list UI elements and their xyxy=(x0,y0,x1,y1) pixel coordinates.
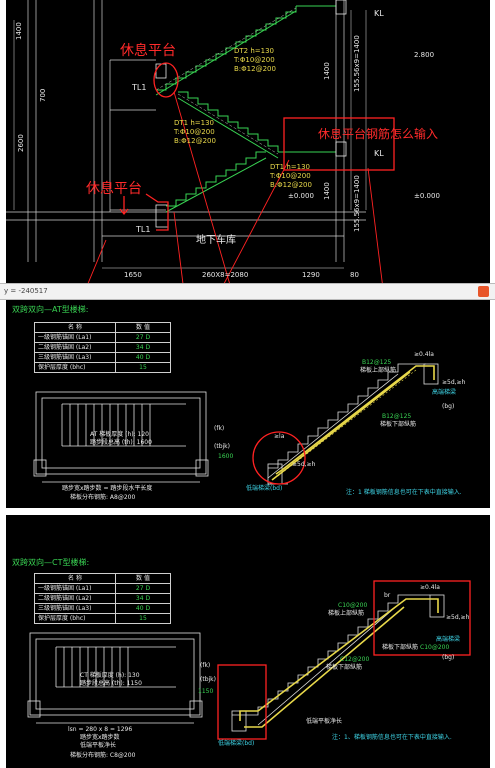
at-low-end-beam: 低端梯梁(bd) xyxy=(246,485,283,492)
ct-dim-5d: ≥5d,≥h xyxy=(446,614,470,621)
stair-section-drawing xyxy=(6,0,395,283)
ct-tbjk-value[interactable]: 1150 xyxy=(198,688,214,695)
at-plan-dist-rebar: 梯板分布钢筋: A8@200 xyxy=(70,494,136,501)
at-plan-label-1: AT 梯板厚度 (h): 120 xyxy=(90,431,149,438)
ct-bottom-bar-label: 梯板下部纵筋 xyxy=(326,664,363,671)
at-fk: (fk) xyxy=(214,425,225,432)
at-dim-041: ≥0.4la xyxy=(414,351,434,358)
dt1-line2: T:Φ10@200 xyxy=(174,128,215,136)
at-panel-title: 双跨双向—AT型楼梯: xyxy=(12,305,89,314)
dim-bottom-4: 80 xyxy=(350,271,359,279)
elevation-top: 2.800 xyxy=(414,51,435,59)
at-plan-label-2: 踏步段总高 (th): 1600 xyxy=(90,439,152,446)
ct-rebar-top[interactable]: C10@200 xyxy=(338,602,368,609)
at-param-table: 名 称 数 值 一级钢筋锚固 (La1) 27 D 二级钢筋锚固 (La2) 3… xyxy=(34,322,171,373)
dt1-line1: DT1 h=130 xyxy=(174,119,215,127)
at-dim-5d-low: ≥5d,≥h xyxy=(292,461,316,468)
ct-low-end-beam: 低端梯梁(bd) xyxy=(218,740,255,747)
ct-stair-drawings xyxy=(27,580,471,740)
at-tbjk: (tbjk) xyxy=(214,443,230,450)
ct-dim-bg: (bg) xyxy=(442,654,455,661)
dim-right-1: 155.56x9=1400 xyxy=(353,35,361,92)
basement-label: 地下车库 xyxy=(196,235,236,246)
at-dim-bg: (bg) xyxy=(442,403,455,410)
dt2-line2: T:Φ10@200 xyxy=(234,56,275,64)
ct-plan-dim-2: 低端平板净长 xyxy=(80,742,117,749)
ct-dim-041: ≥0.4la xyxy=(420,584,440,591)
at-rebar-bottom[interactable]: B12@125 xyxy=(382,413,412,420)
ct-tbjk: (tbjk) xyxy=(200,676,216,683)
dt1-line3: B:Φ12@200 xyxy=(174,137,216,145)
dt2-line3: B:Φ12@200 xyxy=(234,65,276,73)
ct-plan-label-1: CT 梯板厚度 (h): 130 xyxy=(80,672,140,679)
ct-plan-dist-rebar: 梯板分布钢筋: C8@200 xyxy=(70,752,136,759)
at-high-end-beam: 高端梯梁 xyxy=(432,389,457,396)
dim-bottom-3: 1290 xyxy=(302,271,320,279)
table-cell-value[interactable]: 15 xyxy=(115,362,171,373)
at-stair-drawings xyxy=(33,363,439,485)
ct-bottom-bar-label-2: 梯板下部纵筋 xyxy=(382,644,419,651)
table-cell-value[interactable]: 15 xyxy=(115,613,171,624)
dim-right-3: 1400 xyxy=(323,62,331,80)
cad-section-panel: KL KL TL1 TL1 地下车库 DT2 h=130 T:Φ10@200 B… xyxy=(6,0,490,283)
ct-fk: (fk) xyxy=(200,662,211,669)
dt1b-line1: DT1 h=130 xyxy=(270,163,311,171)
at-bottom-bar-label: 梯板下部纵筋 xyxy=(380,421,417,428)
dt1b-line3: B:Φ12@200 xyxy=(270,181,312,189)
rest-platform-note-1: 休息平台 xyxy=(120,43,176,59)
table-row: 保护层厚度 (bhc) 15 xyxy=(34,613,171,624)
app-logo-icon xyxy=(478,286,489,297)
kl-label-mid: KL xyxy=(374,149,384,158)
ct-rebar-top-2[interactable]: C10@200 xyxy=(420,644,450,651)
at-tbjk-value[interactable]: 1600 xyxy=(218,453,234,460)
coordinate-readout: y = -240517 xyxy=(4,287,48,295)
at-note: 注：1 梯板钢筋信息也可在下表中直接输入. xyxy=(346,489,462,496)
ct-stair-panel: 双跨双向—CT型楼梯: 名 称 数 值 一级钢筋锚固 (La1) 27 D 二级… xyxy=(6,515,490,768)
at-plan-dim: 踏步宽x踏步数 = 踏步段水平长度 xyxy=(62,485,153,492)
table-row: 保护层厚度 (bhc) 15 xyxy=(34,362,171,373)
ct-rebar-bottom[interactable]: C12@200 xyxy=(340,656,370,663)
dim-left-3: 700 xyxy=(39,88,47,102)
ct-panel-title: 双跨双向—CT型楼梯: xyxy=(12,558,90,567)
dim-bottom-1: 1650 xyxy=(124,271,142,279)
ct-plan-dim-1: 踏步宽x踏步数 xyxy=(80,734,120,741)
ct-dim-br: br xyxy=(384,592,391,599)
ct-low-plate: 低端平板净长 xyxy=(306,718,343,725)
dim-bottom-2: 260X8=2080 xyxy=(202,271,249,279)
dt1b-line2: T:Φ10@200 xyxy=(270,172,311,180)
elevation-zero-left: ±0.000 xyxy=(288,192,314,200)
ct-top-bar-label: 梯板上部纵筋 xyxy=(328,610,365,617)
at-top-bar-label: 梯板上部纵筋 xyxy=(360,367,397,374)
rest-platform-note-2: 休息平台 xyxy=(86,181,142,197)
dim-left-1: 1400 xyxy=(15,22,23,40)
at-stair-panel: 双跨双向—AT型楼梯: 名 称 数 值 一级钢筋锚固 (La1) 27 D 二级… xyxy=(6,300,490,508)
dim-right-2: 155.56x9=1400 xyxy=(353,175,361,232)
tl1-label-bottom: TL1 xyxy=(136,225,151,234)
at-rebar-top[interactable]: B12@125 xyxy=(362,359,392,366)
kl-label-top: KL xyxy=(374,9,384,18)
ct-plan-label-2: 踏步段总高 (th): 1150 xyxy=(80,680,142,687)
ct-note: 注：1、梯板钢筋信息也可在下表中直接输入. xyxy=(332,734,452,741)
cad-status-bar: y = -240517 xyxy=(0,283,495,300)
elevation-zero-right: ±0.000 xyxy=(414,192,440,200)
dim-right-4: 1400 xyxy=(323,182,331,200)
ct-param-table: 名 称 数 值 一级钢筋锚固 (La1) 27 D 二级钢筋锚固 (La2) 3… xyxy=(34,573,171,624)
at-dim-5d: ≥5d,≥h xyxy=(442,379,466,386)
ct-high-end-beam: 高端梯梁 xyxy=(436,636,461,643)
dim-left-2: 2600 xyxy=(17,134,25,152)
at-dim-la: ≥la xyxy=(274,433,285,440)
dt2-line1: DT2 h=130 xyxy=(234,47,275,55)
tl1-label-top: TL1 xyxy=(132,83,147,92)
ct-plan-dim-3: lsn = 280 x 8 = 1296 xyxy=(68,726,133,733)
rest-rebar-question-note: 休息平台钢筋怎么输入 xyxy=(318,127,439,141)
